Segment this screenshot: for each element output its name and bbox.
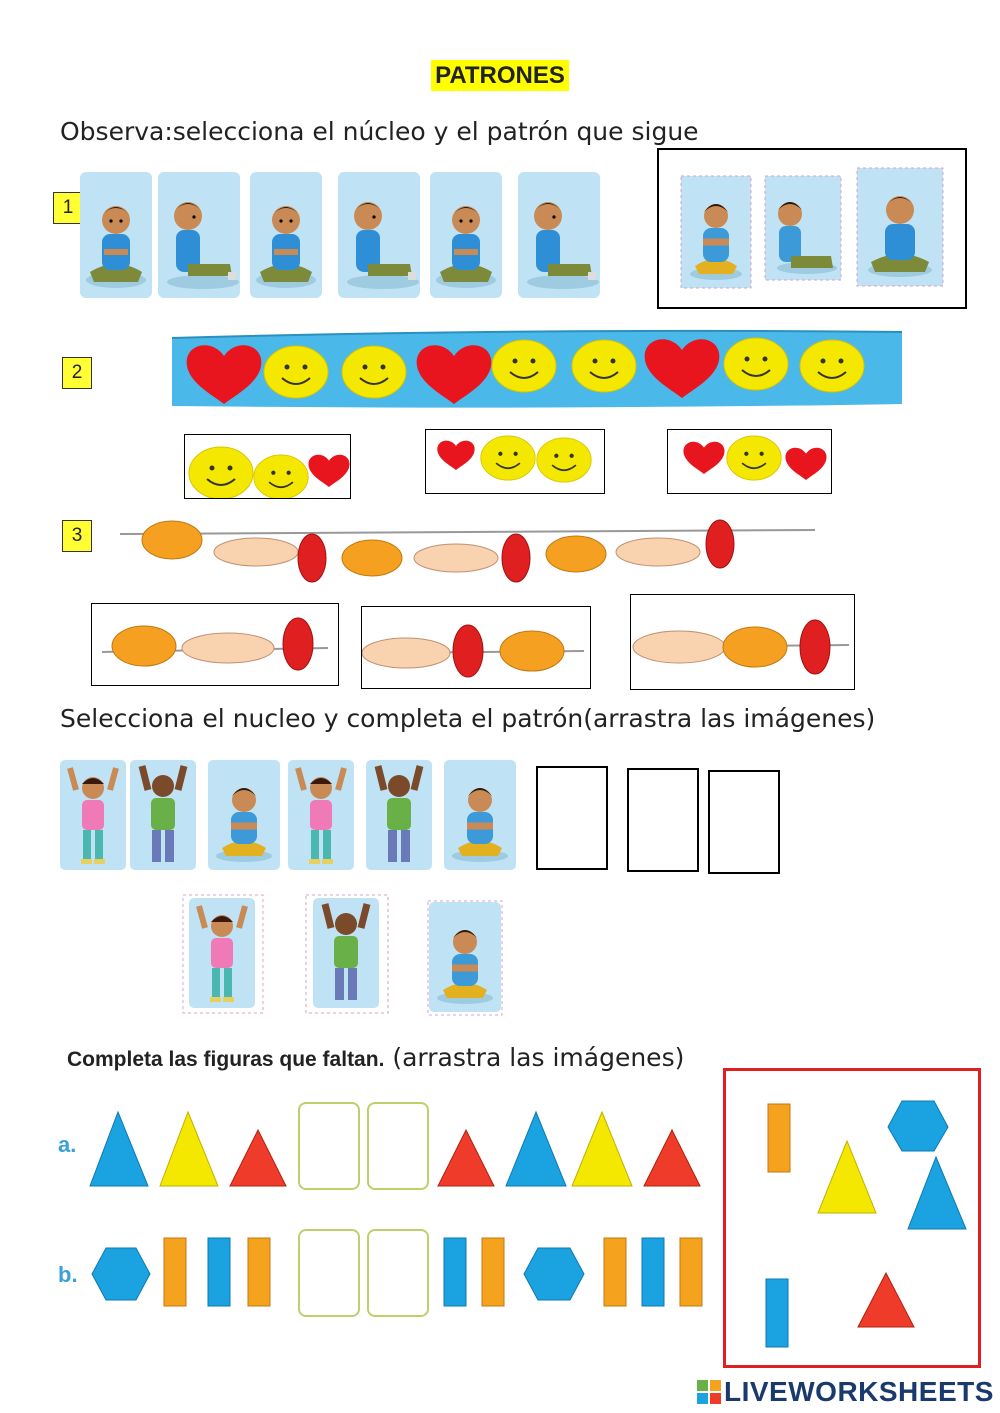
pattern-strip-hearts-smileys xyxy=(171,329,903,408)
draggable-blue-hexagon[interactable] xyxy=(887,1100,949,1152)
drop-slot-3[interactable] xyxy=(708,770,780,874)
option-peach-red-orange[interactable] xyxy=(361,606,591,689)
draggable-yellow-triangle[interactable] xyxy=(817,1139,877,1214)
draggable-sitting-kid[interactable] xyxy=(427,900,503,1016)
shape-slot-b1[interactable] xyxy=(298,1229,360,1317)
instruction-complete-figures: Completa las figuras que faltan. (arrast… xyxy=(67,1043,685,1072)
drop-slot-2[interactable] xyxy=(627,768,699,872)
shape-slot-b2[interactable] xyxy=(367,1229,429,1317)
kid-sitting-legs-out xyxy=(338,172,420,298)
kid-sitting-legs-out xyxy=(518,172,600,298)
draggable-red-triangle[interactable] xyxy=(857,1271,915,1328)
kid-sitting-cross-legged xyxy=(80,172,152,298)
page-title: PATRONES xyxy=(0,60,1000,91)
kid-sitting-cross-legged xyxy=(250,172,322,298)
row-label-b: b. xyxy=(58,1262,78,1287)
logo-grid-icon xyxy=(697,1380,721,1404)
option-heart-smiley-smiley[interactable] xyxy=(425,429,605,494)
draggable-blue-rectangle[interactable] xyxy=(765,1278,789,1348)
instruction-select-complete: Selecciona el nucleo y completa el patró… xyxy=(60,704,876,733)
pattern-strip-kids xyxy=(80,170,600,302)
kid-sitting-legs-out xyxy=(158,172,240,298)
shape-palette xyxy=(723,1068,981,1368)
question-number-3: 3 xyxy=(62,520,92,552)
kid-sitting-cross-legged xyxy=(430,172,502,298)
shape-pattern-rows xyxy=(89,1110,703,1307)
draggable-blue-triangle[interactable] xyxy=(907,1155,967,1230)
instruction-observe: Observa:selecciona el núcleo y el patrón… xyxy=(60,117,699,146)
question-number-1: 1 xyxy=(53,192,83,224)
answer-box-q1[interactable] xyxy=(657,148,967,309)
draggable-orange-rectangle[interactable] xyxy=(767,1103,791,1173)
answer-kids-options xyxy=(659,167,944,307)
drop-slot-1[interactable] xyxy=(536,766,608,870)
draggable-boy[interactable] xyxy=(305,894,389,1014)
pattern-strip-kids-standing xyxy=(60,760,530,872)
question-number-2: 2 xyxy=(62,357,92,389)
liveworksheets-logo: LIVEWORKSHEETS xyxy=(697,1376,994,1408)
option-peach-orange-red[interactable] xyxy=(630,594,855,690)
shape-slot-a1[interactable] xyxy=(298,1102,360,1190)
shape-slot-a2[interactable] xyxy=(367,1102,429,1190)
option-heart-smiley-heart[interactable] xyxy=(667,429,832,494)
row-label-a: a. xyxy=(58,1132,77,1157)
draggable-girl[interactable] xyxy=(182,894,264,1014)
option-orange-peach-red[interactable] xyxy=(91,603,339,686)
option-smiley-smiley-heart[interactable] xyxy=(184,434,351,499)
pattern-strip-beads xyxy=(119,519,816,583)
